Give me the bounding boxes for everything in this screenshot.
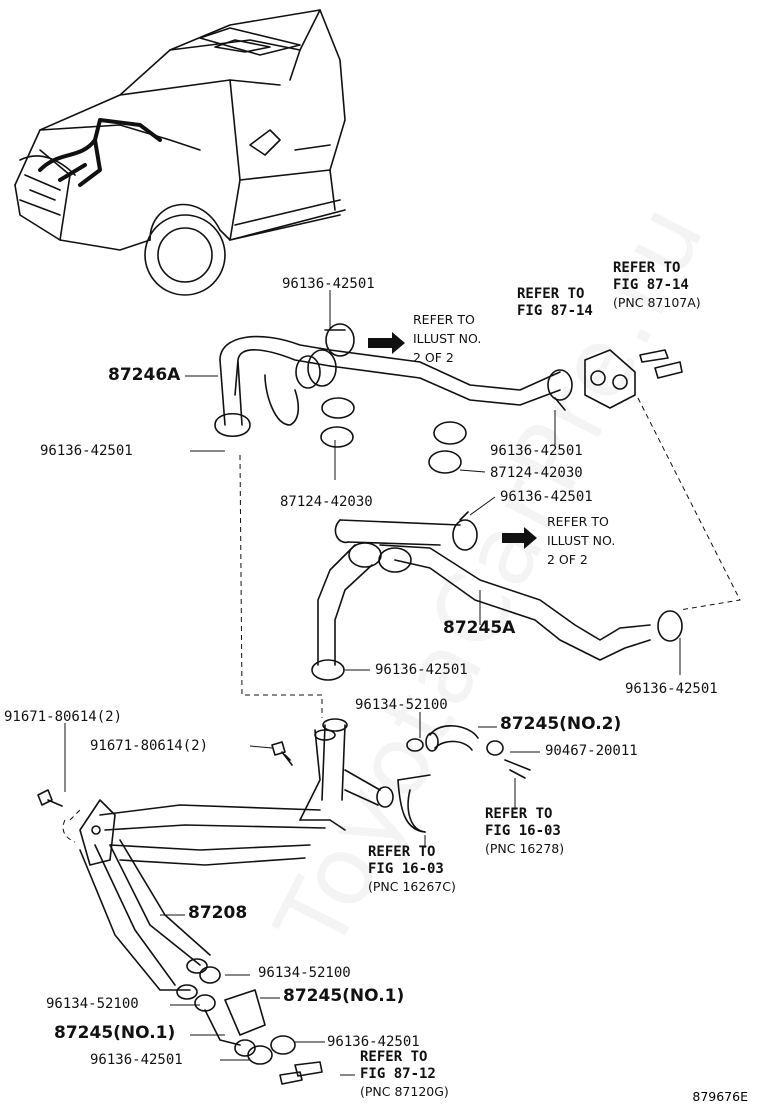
callout-87245A: 87245A <box>443 618 516 638</box>
callout-87246A: 87246A <box>108 365 181 385</box>
callout-90467-20011: 90467-20011 <box>545 743 638 759</box>
vehicle-illustration <box>14 9 346 296</box>
callout-87245-no1-b: 87245(NO.1) <box>54 1023 176 1043</box>
callout-96136-42501-left: 96136-42501 <box>40 443 133 459</box>
direction-arrows <box>368 332 537 549</box>
callout-96134-52100-top: 96134-52100 <box>355 697 448 713</box>
callout-96136-42501-upper2: 96136-42501 <box>500 489 593 505</box>
callout-87124-42030-right: 87124-42030 <box>490 465 583 481</box>
callout-96136-42501-b2: 96136-42501 <box>90 1052 183 1068</box>
callout-96134-52100-b2: 96134-52100 <box>46 996 139 1012</box>
flange-plate <box>584 349 683 409</box>
callout-91671-80614-left: 91671-80614(2) <box>4 709 123 725</box>
callout-87208: 87208 <box>188 903 248 923</box>
callout-87245-no1-a: 87245(NO.1) <box>283 986 405 1006</box>
hose-87245-no2 <box>406 725 531 779</box>
callout-87245-no2: 87245(NO.2) <box>500 714 622 734</box>
hose-87245A <box>311 511 683 681</box>
diagram-code: 879676E <box>692 1089 748 1104</box>
pipe-87208 <box>79 718 431 1085</box>
bolts <box>37 741 426 833</box>
callout-96136-42501-mid: 96136-42501 <box>490 443 583 459</box>
callout-91671-80614-mid: 91671-80614(2) <box>90 738 209 754</box>
callout-96136-42501-mid2: 96136-42501 <box>375 662 468 678</box>
callout-96136-42501-top: 96136-42501 <box>282 276 375 292</box>
callout-96134-52100-b1: 96134-52100 <box>258 965 351 981</box>
callout-87124-42030-mid: 87124-42030 <box>280 494 373 510</box>
hose-87246A <box>214 323 573 474</box>
callout-96136-42501-right: 96136-42501 <box>625 681 718 697</box>
callout-96136-42501-b1: 96136-42501 <box>327 1034 420 1050</box>
